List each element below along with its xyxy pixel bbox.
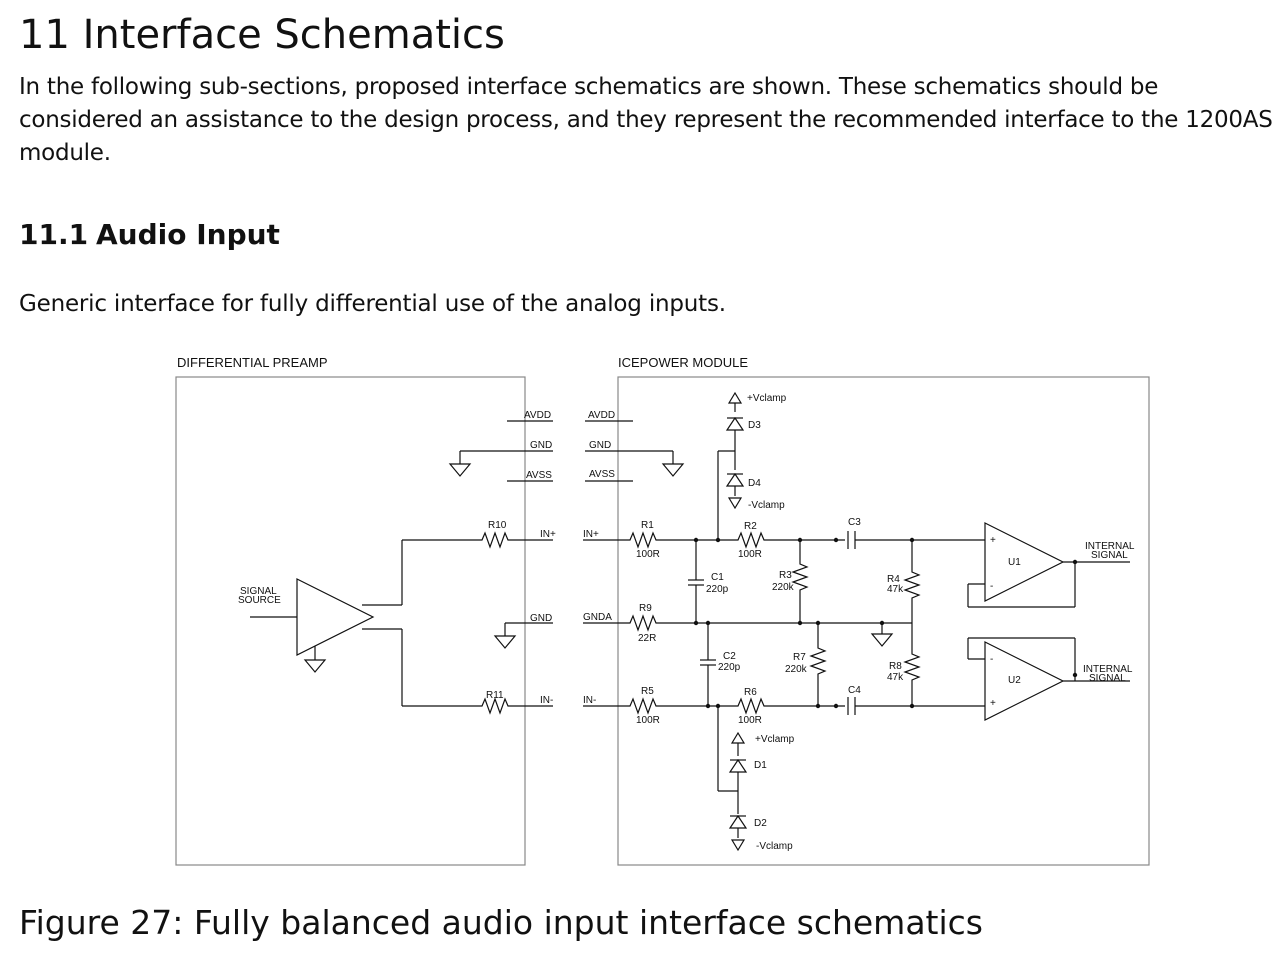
ground-symbol-icon (448, 463, 472, 477)
label-r2: R2 (744, 521, 757, 532)
label-vclamp-pos-bottom: +Vclamp (755, 734, 795, 745)
diode-d1-icon (728, 758, 748, 773)
resistor-r11-icon (478, 697, 553, 715)
u1-output-label-line1: INTERNAL (1085, 541, 1135, 552)
label-r8: R8 (889, 661, 902, 672)
label-r11: R11 (486, 690, 504, 701)
label-r5: R5 (641, 686, 654, 697)
label-d1: D1 (754, 760, 767, 771)
label-r4-value: 47k (887, 584, 904, 595)
clamp-diodes-bottom (728, 731, 748, 852)
pin-label-avss-right: AVSS (589, 469, 615, 480)
u2-output-label-line1: INTERNAL (1083, 664, 1133, 675)
u2-plus-label: + (990, 698, 996, 709)
label-r3-value: 220k (772, 582, 795, 593)
pin-label-inp-right: IN+ (583, 529, 599, 540)
label-c2: C2 (723, 651, 736, 662)
label-r2-value: 100R (738, 549, 762, 560)
label-r3: R3 (779, 570, 792, 581)
subsection-number: 11.1 (19, 218, 89, 251)
pin-label-avdd-left: AVDD (524, 410, 551, 421)
vclamp-neg-arrow-icon (730, 839, 746, 852)
subsection-lead: Generic interface for fully differential… (19, 291, 726, 317)
label-c2-value: 220p (718, 662, 741, 673)
ground-symbol-icon (303, 659, 327, 673)
pin-label-avdd-right: AVDD (588, 410, 615, 421)
resistor-r10-icon (478, 531, 553, 549)
u1-minus-label: - (990, 581, 993, 592)
vclamp-pos-arrow-icon (727, 391, 743, 404)
label-u2: U2 (1008, 675, 1021, 686)
label-r7: R7 (793, 652, 806, 663)
pin-label-gnd-right: GND (589, 440, 611, 451)
label-vclamp-neg-bottom: -Vclamp (756, 841, 793, 852)
signal-source-label-line1: SIGNAL (240, 586, 277, 597)
label-r10: R10 (488, 520, 507, 531)
label-r1-value: 100R (636, 549, 660, 560)
clamp-diodes-top (725, 391, 745, 510)
preamp-opamp (250, 539, 478, 707)
diode-d2-icon (728, 814, 748, 829)
label-r8-value: 47k (887, 672, 904, 683)
label-r7-value: 220k (785, 664, 808, 675)
pin-label-gnd-signal-left: GND (530, 613, 552, 624)
label-vclamp-neg-top: -Vclamp (748, 500, 785, 511)
label-r6: R6 (744, 687, 757, 698)
label-c1: C1 (711, 572, 724, 583)
label-d4: D4 (748, 478, 761, 489)
diode-d3-icon (725, 416, 745, 431)
pin-label-inp-left: IN+ (540, 529, 556, 540)
preamp-frame (175, 376, 526, 866)
module-frame (617, 376, 1150, 866)
label-r9: R9 (639, 603, 652, 614)
pin-label-inn-right: IN- (583, 695, 596, 706)
ground-symbol-icon (870, 633, 894, 647)
pin-label-inn-left: IN- (540, 695, 553, 706)
ground-symbol-icon (493, 635, 517, 649)
u2-output-label-line2: SIGNAL (1089, 673, 1126, 684)
u1-plus-label: + (990, 535, 996, 546)
junction-dots (693, 537, 1078, 709)
label-r6-value: 100R (738, 715, 762, 726)
ground-symbol-icon (661, 463, 685, 477)
label-d2: D2 (754, 818, 767, 829)
module-block-label: ICEPOWER MODULE (618, 355, 748, 370)
label-c3: C3 (848, 517, 861, 528)
label-vclamp-pos-top: +Vclamp (747, 393, 787, 404)
opamp-u2 (967, 637, 1130, 721)
preamp-block-label: DIFFERENTIAL PREAMP (177, 355, 327, 370)
label-r5-value: 100R (636, 715, 660, 726)
signal-source-label-line2: SOURCE (238, 595, 281, 606)
power-pins (448, 420, 685, 482)
section-title: 11 Interface Schematics (19, 12, 505, 58)
label-c4: C4 (848, 685, 861, 696)
opamp-u1 (967, 522, 1130, 608)
label-r1: R1 (641, 520, 654, 531)
vclamp-pos-arrow-icon (730, 731, 746, 744)
section-intro: In the following sub-sections, proposed … (19, 74, 1273, 166)
u2-minus-label: - (990, 654, 993, 665)
label-r4: R4 (887, 574, 900, 585)
label-u1: U1 (1008, 557, 1021, 568)
vclamp-neg-arrow-icon (727, 497, 743, 510)
pin-label-avss-left: AVSS (526, 470, 552, 481)
u1-output-label-line2: SIGNAL (1091, 550, 1128, 561)
label-c1-value: 220p (706, 584, 729, 595)
pin-label-gnda-right: GNDA (583, 612, 612, 623)
pin-label-gnd-left: GND (530, 440, 552, 451)
subsection-title: Audio Input (96, 218, 280, 251)
diode-d4-icon (725, 472, 745, 487)
module-wiring (583, 450, 985, 792)
label-d3: D3 (748, 420, 761, 431)
figure-caption: Figure 27: Fully balanced audio input in… (19, 903, 983, 942)
label-r9-value: 22R (638, 633, 656, 644)
